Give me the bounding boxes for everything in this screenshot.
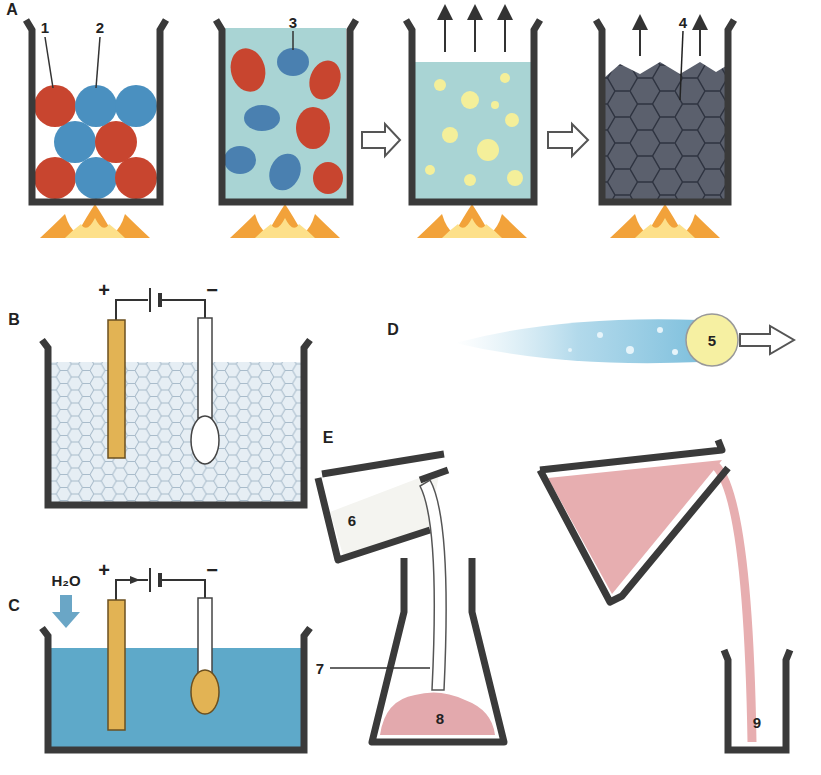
- callout-number: 6: [348, 513, 356, 528]
- callout-number: 3: [289, 15, 297, 30]
- polarity-sign: −: [206, 280, 218, 300]
- polarity-sign: −: [206, 560, 218, 580]
- polarity-sign: +: [98, 560, 110, 580]
- callout-number: 7: [316, 661, 324, 676]
- callout-number: 9: [753, 715, 761, 730]
- panel-letter: B: [8, 312, 20, 328]
- callout-number: 8: [436, 711, 444, 726]
- panel-letter: A: [6, 2, 18, 18]
- panel-letter: C: [8, 598, 20, 614]
- callout-number: 5: [708, 333, 716, 348]
- panel-letter: E: [323, 430, 334, 446]
- inflow-label: H₂O: [51, 573, 80, 588]
- polarity-sign: +: [98, 280, 110, 300]
- callout-number: 4: [679, 15, 687, 30]
- panel-letter: D: [387, 322, 399, 338]
- callout-number: 2: [96, 20, 104, 35]
- callout-number: 1: [41, 20, 49, 35]
